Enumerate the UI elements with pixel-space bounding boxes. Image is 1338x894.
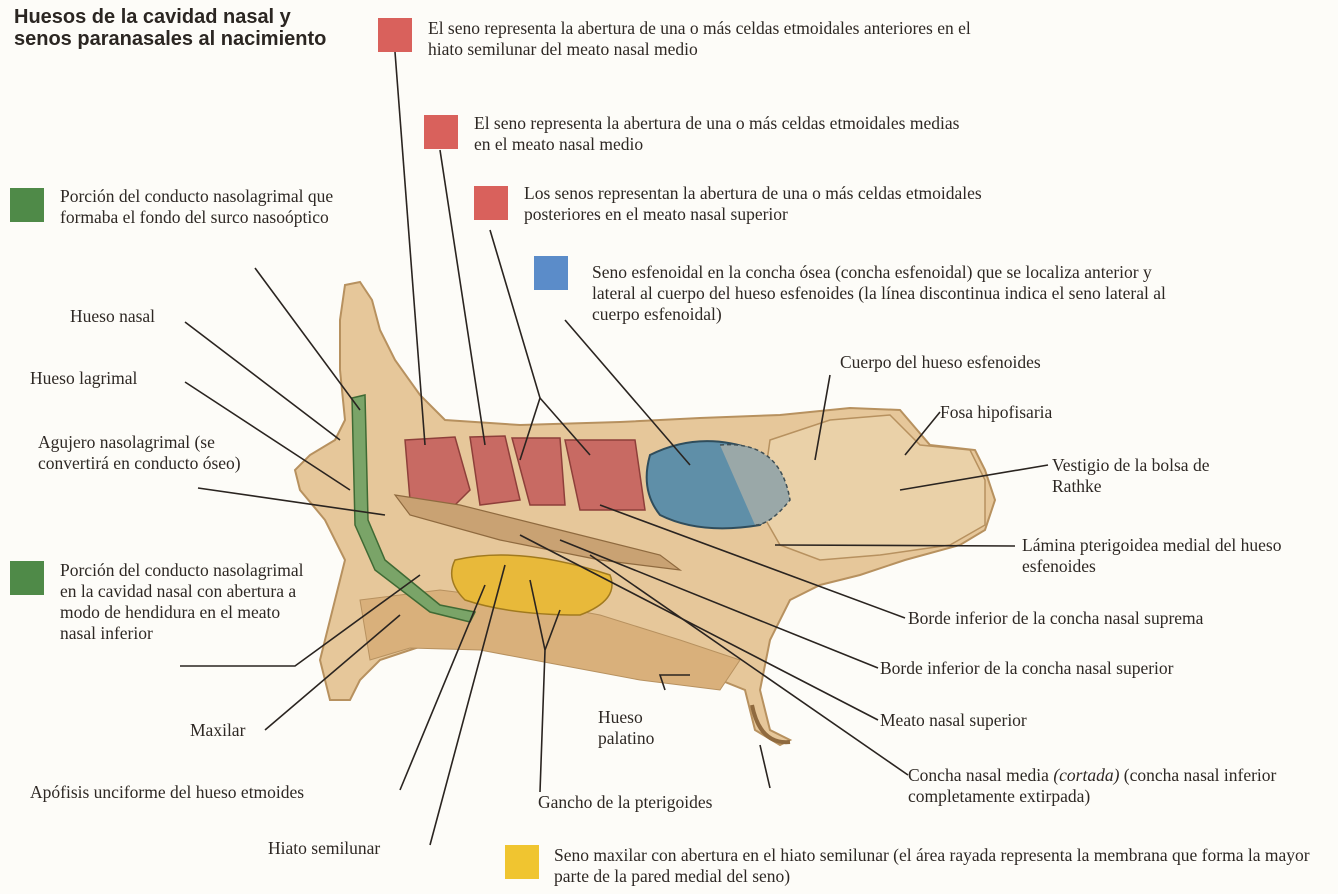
label-fosa-hipofisaria: Fosa hipofisaria xyxy=(940,402,1052,423)
label-hueso-nasal: Hueso nasal xyxy=(70,306,155,327)
red-swatch-2 xyxy=(424,115,458,149)
label-apofisis-unciforme: Apófisis unciforme del hueso etmoides xyxy=(30,782,304,803)
legend-yellow: Seno maxilar con abertura en el hiato se… xyxy=(554,845,1324,887)
concha-media-text: Concha nasal media xyxy=(908,765,1053,785)
legend-red-3: Los senos representan la abertura de una… xyxy=(524,183,1044,225)
label-hueso-palatino: Hueso palatino xyxy=(598,707,678,749)
ethmoid-cell-posterior xyxy=(565,440,645,510)
legend-red-2: El seno representa la abertura de una o … xyxy=(474,113,974,155)
label-gancho-pterigoides: Gancho de la pterigoides xyxy=(538,792,712,813)
label-meato-superior: Meato nasal superior xyxy=(880,710,1027,731)
label-borde-superior: Borde inferior de la concha nasal superi… xyxy=(880,658,1174,679)
legend-green-1: Porción del conducto nasolagrimal que fo… xyxy=(60,186,350,228)
label-borde-suprema: Borde inferior de la concha nasal suprem… xyxy=(908,608,1203,629)
label-hiato-semilunar: Hiato semilunar xyxy=(268,838,380,859)
yellow-swatch xyxy=(505,845,539,879)
red-swatch-3 xyxy=(474,186,508,220)
green-swatch-1 xyxy=(10,188,44,222)
legend-green-2: Porción del conducto nasolagrimal en la … xyxy=(60,560,320,644)
label-lamina-pterigoidea: Lámina pterigoidea medial del hueso esfe… xyxy=(1022,535,1292,577)
legend-blue: Seno esfenoidal en la concha ósea (conch… xyxy=(592,262,1192,325)
label-vestigio-rathke: Vestigio de la bolsa de Rathke xyxy=(1052,455,1212,497)
blue-swatch xyxy=(534,256,568,290)
concha-media-cortada: (cortada) xyxy=(1053,765,1119,785)
sphenoid-body xyxy=(760,415,985,560)
label-cuerpo-esfenoides: Cuerpo del hueso esfenoides xyxy=(840,352,1041,373)
legend-red-1: El seno representa la abertura de una o … xyxy=(428,18,988,60)
red-swatch-1 xyxy=(378,18,412,52)
green-swatch-2 xyxy=(10,561,44,595)
label-maxilar: Maxilar xyxy=(190,720,245,741)
label-agujero-nasolagrimal: Agujero nasolagrimal (se convertirá en c… xyxy=(38,432,258,474)
label-hueso-lagrimal: Hueso lagrimal xyxy=(30,368,137,389)
label-concha-media: Concha nasal media (cortada) (concha nas… xyxy=(908,765,1308,807)
